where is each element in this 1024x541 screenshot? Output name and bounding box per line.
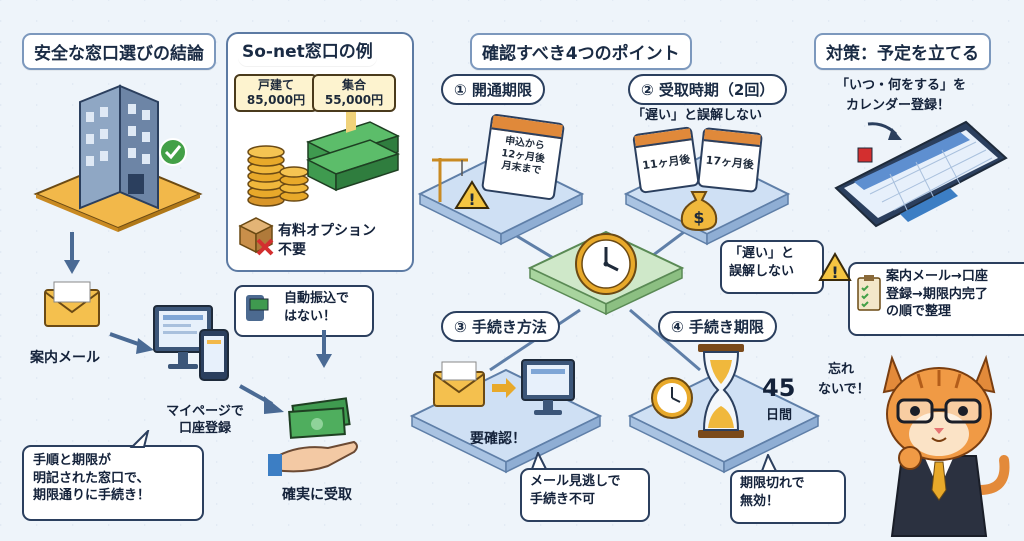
- bubble-tail: [129, 430, 150, 448]
- point-2-note: 「遅い」と誤解しない: [632, 108, 763, 123]
- point-4-bubble: 期限切れで 無効！: [730, 470, 846, 524]
- sonet-title: So-net窓口の例: [238, 33, 377, 66]
- plan-note-bubble: 案内メール→口座 登録→期限内完了 の順で整理: [848, 262, 1024, 336]
- point-4-bubble-line1: 期限切れで: [740, 476, 805, 491]
- calendar-b-label: 17ヶ月後: [705, 153, 755, 172]
- advice-line2: 明記された窓口で、: [33, 470, 150, 486]
- section-title-conclusion: 安全な窓口選びの結論: [22, 33, 216, 70]
- hourglass-icon: [651, 344, 744, 438]
- phone-calendar-icon: [834, 120, 1008, 228]
- point-3-bubble-line1: メール見逃しで: [530, 474, 621, 489]
- point-3-label: ③ 手続き方法: [441, 311, 560, 342]
- point-3-bubble-line2: 手続き不可: [530, 491, 596, 507]
- price-apartment-tag: 集合 55,000円: [312, 74, 396, 112]
- plan-note-line2: 登録→期限内完了: [886, 286, 988, 302]
- mypage-label-line1: マイページで: [166, 404, 244, 419]
- calendar-11-months: 11ヶ月後: [632, 126, 700, 194]
- option-line1: 有料オプション: [278, 223, 376, 239]
- calendar-deadline: 申込から 12ヶ月後 月末まで: [480, 113, 566, 201]
- advice-line3: 期限通りに手続き！: [33, 488, 151, 504]
- advice-bubble: 手順と期限が 明記された窓口で、 期限通りに手続き！: [22, 445, 204, 521]
- apartment-label: 集合: [341, 78, 366, 92]
- bubble-tail-3: [530, 452, 548, 470]
- house-amount: 85,000円: [246, 93, 306, 107]
- svg-text:!: !: [468, 190, 475, 209]
- plan-note-line1: 案内メール→口座: [886, 269, 988, 284]
- point-2-bubble: 「遅い」と 誤解しない: [720, 240, 824, 294]
- point-2-label: ② 受取時期（2回）: [628, 74, 788, 105]
- mypage-label-line2: 口座登録: [178, 421, 231, 436]
- coins-cash-icon: [247, 112, 400, 207]
- calendar-a-label: 11ヶ月後: [641, 152, 692, 173]
- house-label: 戸建て: [257, 78, 294, 92]
- svg-text:!: !: [831, 263, 838, 282]
- points-title: 確認すべき4つのポイント: [470, 33, 692, 70]
- deadline-days: 45: [762, 374, 796, 402]
- arrow-down-icon: [64, 232, 80, 274]
- mail-to-pc-icon: [433, 359, 575, 415]
- point-3-bubble: メール見逃しで 手続き不可: [520, 468, 650, 522]
- cash-hand-icon: [268, 397, 358, 476]
- clock-icon: [575, 233, 637, 295]
- plan-line1: 「いつ・何をする」を: [836, 78, 967, 93]
- bubble-tail-4: [760, 454, 778, 472]
- arrow-down-icon-2: [316, 330, 332, 368]
- building-icon: [33, 84, 203, 232]
- svg-text:$: $: [693, 208, 704, 227]
- option-line2: 不要: [278, 242, 306, 258]
- cat-line2: ないで！: [818, 382, 870, 397]
- advice-line1: 手順と期限が: [33, 453, 112, 468]
- phone-cash-icon: [246, 295, 269, 321]
- mail-label: 案内メール: [30, 350, 100, 366]
- apartment-amount: 55,000円: [324, 93, 384, 107]
- auto-transfer-bubble: 自動振込で はない！: [234, 285, 374, 337]
- receive-label: 確実に受取: [282, 487, 352, 503]
- point-2-bubble-line2: 誤解しない: [729, 263, 795, 279]
- point-4-label: ④ 手続き期限: [658, 311, 777, 342]
- construction-icon: !: [432, 158, 490, 209]
- arrow-right-icon: [109, 332, 154, 354]
- pointer-arrow-icon: [867, 122, 902, 140]
- auto-transfer-line2: はない！: [284, 309, 337, 324]
- deadline-days-unit: 日間: [766, 408, 793, 423]
- price-house-tag: 戸建て 85,000円: [234, 74, 318, 112]
- money-bag-icon: $: [680, 191, 718, 232]
- point-4-bubble-line2: 無効！: [740, 493, 780, 509]
- auto-transfer-line1: 自動振込で: [284, 291, 350, 306]
- plan-line2: カレンダー登録！: [846, 98, 951, 113]
- plan-note-line3: の順で整理: [886, 304, 952, 320]
- option-box-icon: [238, 217, 274, 256]
- warning-icon: !: [818, 252, 852, 282]
- point-1-label: ① 開通期限: [441, 74, 545, 105]
- cat-mascot-icon: [882, 354, 1010, 537]
- point-3-confirm: 要確認！: [470, 431, 526, 447]
- plan-title: 対策：予定を立てる: [814, 33, 991, 70]
- calendar-17-months: 17ヶ月後: [697, 127, 763, 193]
- point-2-bubble-line1: 「遅い」と: [729, 246, 795, 261]
- cat-line1: 忘れ: [828, 362, 855, 377]
- envelope-icon: [44, 281, 100, 327]
- monitor-icon: [153, 305, 229, 381]
- arrow-right-icon-2: [239, 384, 284, 414]
- checklist-icon: [857, 275, 881, 311]
